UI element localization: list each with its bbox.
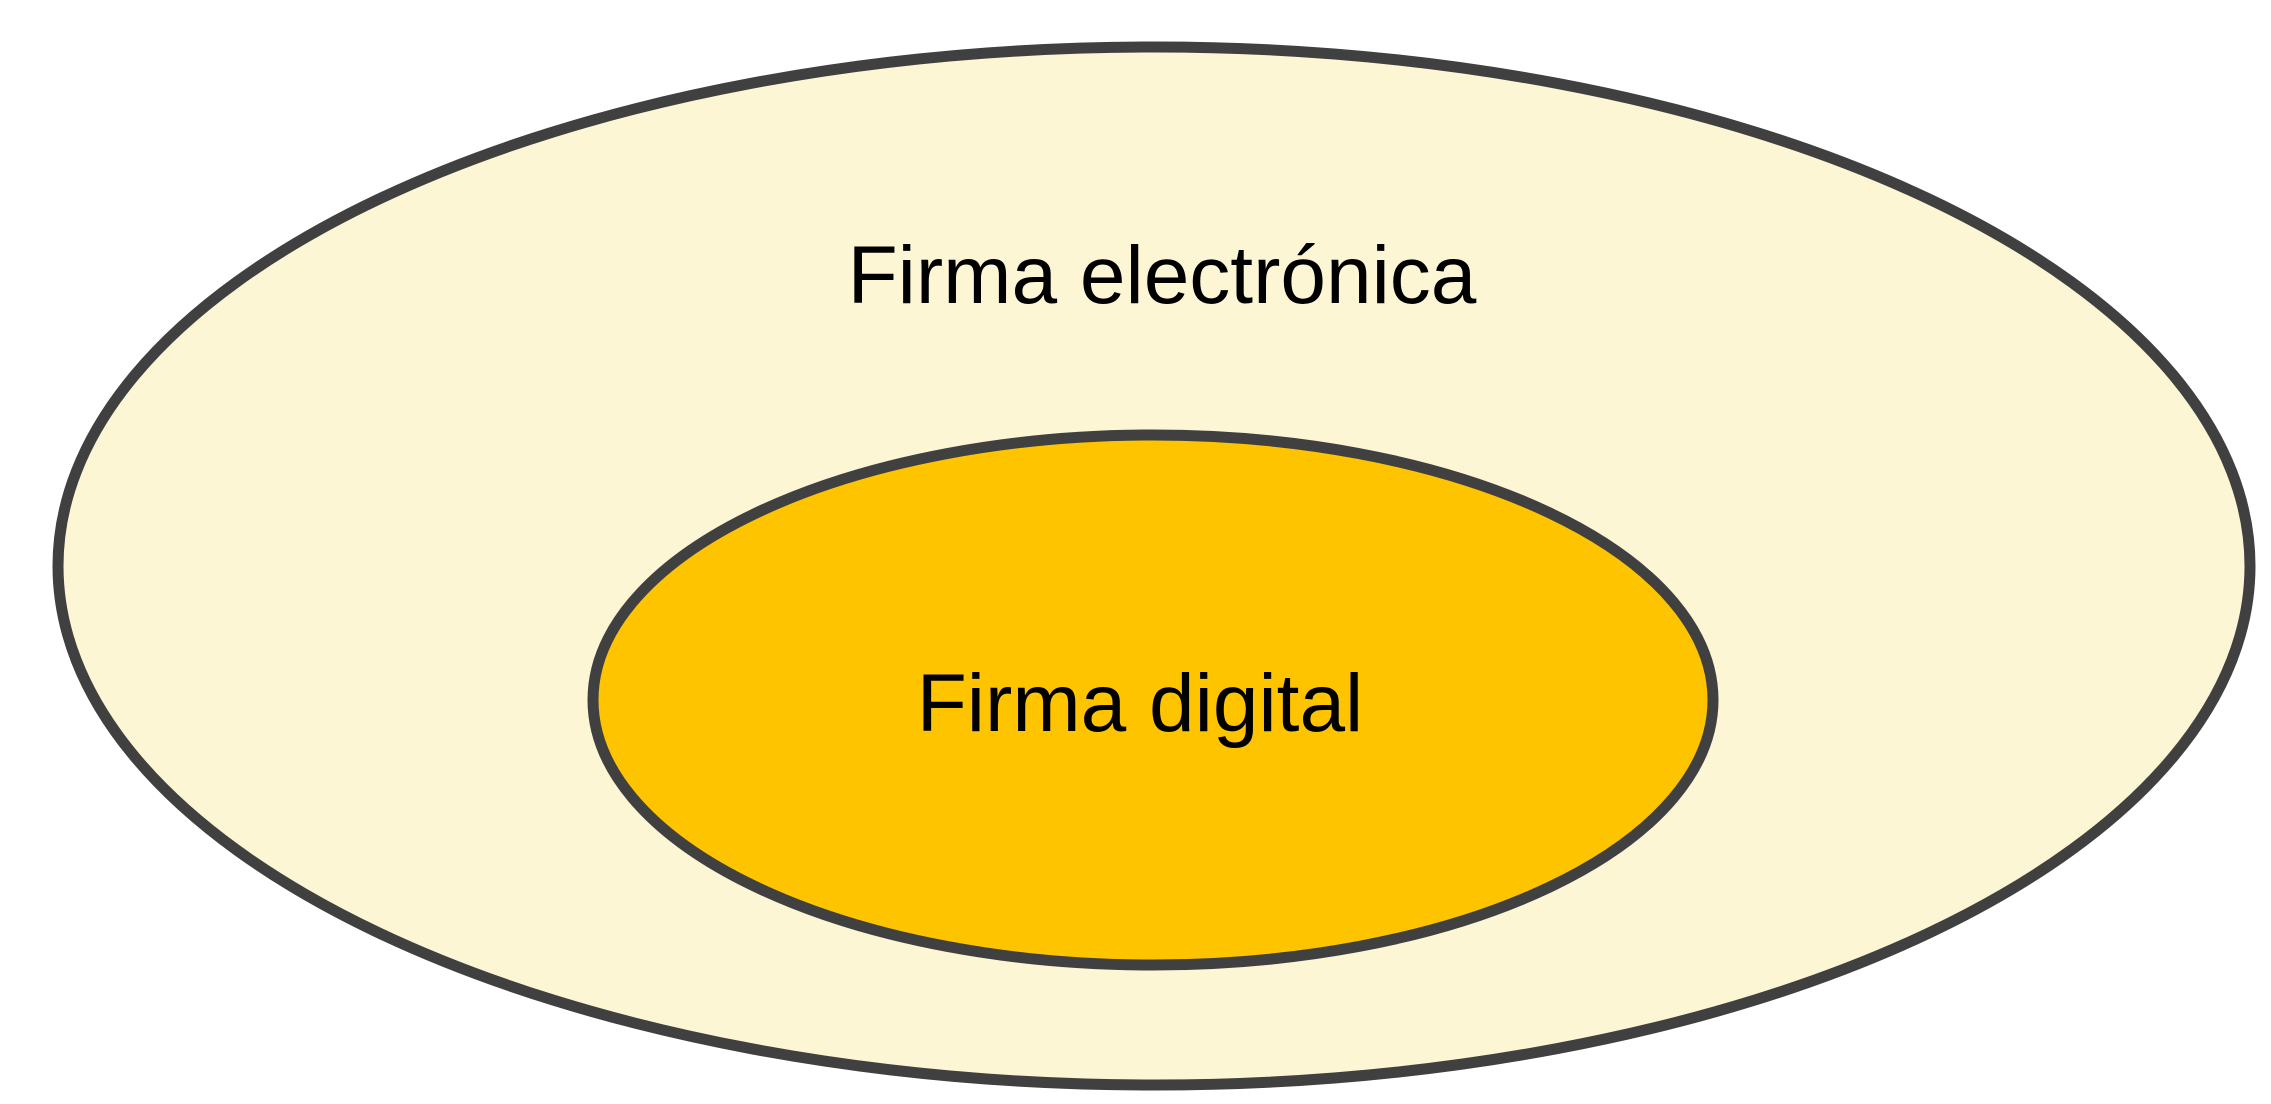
inner-set-ellipse-border (587, 429, 1719, 971)
inner-set-ellipse (593, 435, 1713, 965)
outer-set-ellipse-border (52, 41, 2256, 1091)
outer-set-label: Firma electrónica (848, 230, 1477, 321)
inner-set-label: Firma digital (917, 658, 1364, 749)
